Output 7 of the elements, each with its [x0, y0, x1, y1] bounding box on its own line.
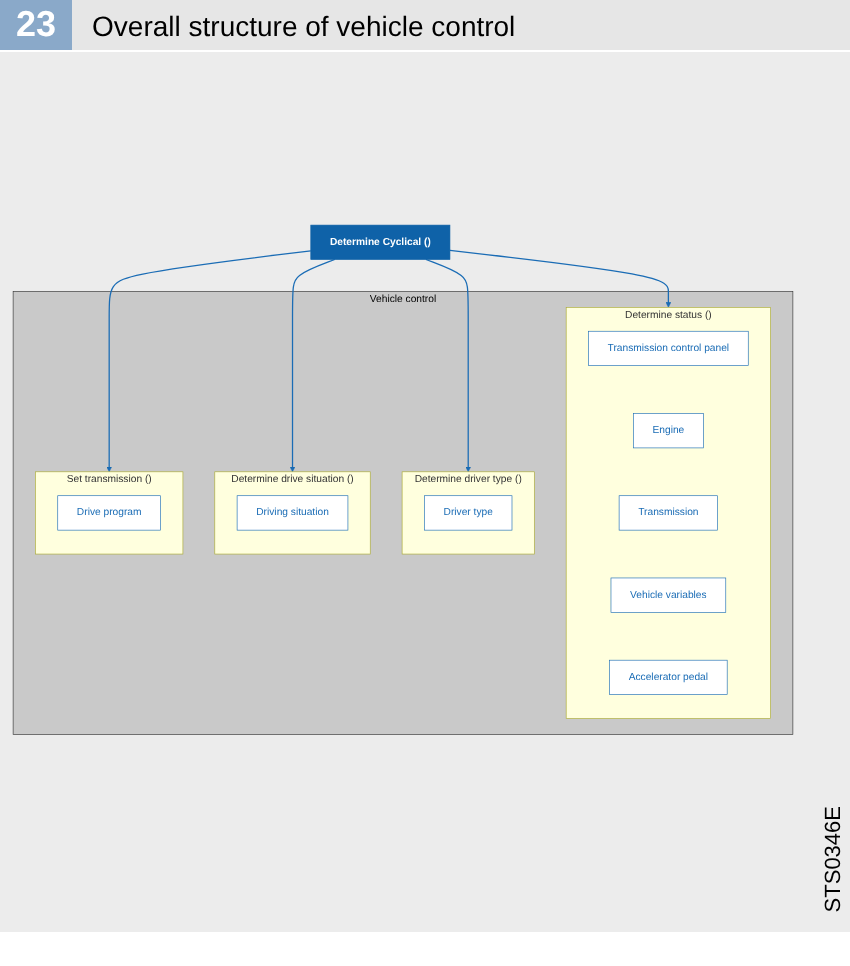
figure-number: 23: [0, 0, 73, 50]
figure-code: STS0346E: [822, 805, 846, 912]
arrow: [425, 259, 471, 473]
title: Overall structure of vehicle control: [90, 7, 518, 45]
arrow: [449, 249, 672, 308]
arrow: [289, 259, 336, 473]
arrow: [106, 250, 312, 473]
